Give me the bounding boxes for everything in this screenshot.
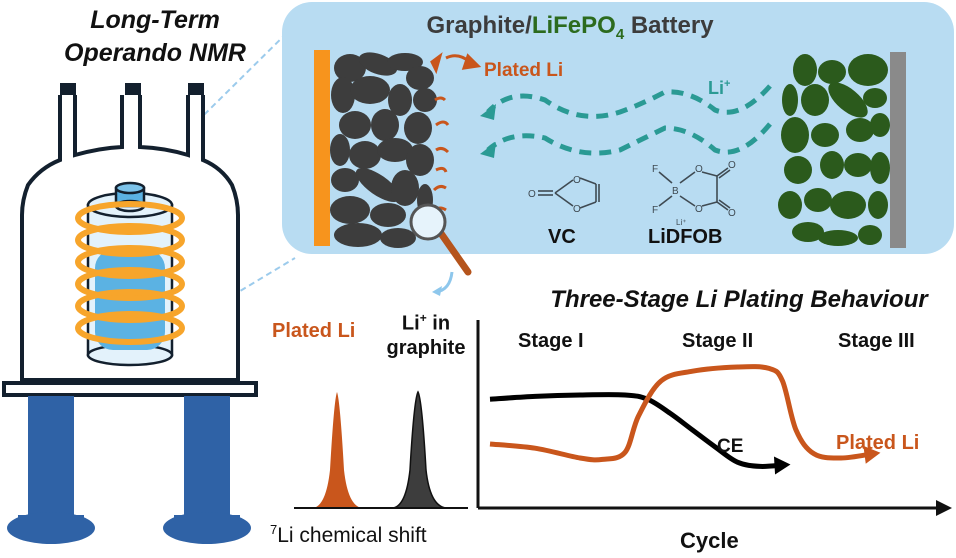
plated-li-dendrites <box>430 52 482 212</box>
svg-text:B: B <box>672 186 679 197</box>
lidfob-atoms: F F B O O O O Li⁺ <box>652 160 736 227</box>
li-text: Li <box>401 312 420 335</box>
graphite-label-line1: Li+ in <box>378 306 474 336</box>
stage-2-label: Stage II <box>682 330 754 352</box>
vc-atoms: O O O <box>528 175 581 215</box>
li-ion-paths <box>486 84 772 156</box>
svg-text:O: O <box>528 189 536 200</box>
chart-title: Three-Stage Li Plating Behaviour <box>550 286 928 313</box>
battery-panel-bg <box>282 2 954 254</box>
svg-text:O: O <box>695 204 703 215</box>
nmr-title-line1: Long-Term <box>90 6 220 34</box>
graphite-peak <box>392 390 447 509</box>
spectrum-graphite-label: Li+ in graphite <box>378 306 474 360</box>
svg-text:O: O <box>728 208 736 219</box>
graphite-label-line2: graphite <box>386 336 466 359</box>
series-line-plated-li <box>489 364 873 463</box>
lfp-subscript: 4 <box>615 25 625 43</box>
li-ion-text: Li <box>708 78 724 98</box>
x-axis-arrowhead <box>936 500 952 516</box>
svg-text:O: O <box>728 160 736 171</box>
magnet-legs <box>7 396 251 544</box>
plated-li-label: Plated Li <box>484 60 564 81</box>
cu-current-collector <box>314 50 330 246</box>
chart-series <box>489 364 881 475</box>
li-sup: + <box>419 311 427 325</box>
lidfob-molecule <box>658 167 731 211</box>
svg-text:O: O <box>573 204 581 215</box>
svg-text:O: O <box>573 175 581 186</box>
stage-3-label: Stage III <box>838 330 915 352</box>
svg-text:F: F <box>652 205 658 216</box>
series-line-ce <box>489 392 783 469</box>
battery-title: Graphite/LiFePO4 Battery <box>330 12 810 43</box>
battery-title-graphite: Graphite/ <box>426 12 532 39</box>
li-ion-arrowhead <box>480 142 496 158</box>
ce-series-label: CE <box>717 436 744 457</box>
graphite-anode <box>330 52 437 248</box>
li-ion-arrowhead <box>480 104 496 120</box>
zoom-arrow-head <box>432 286 442 296</box>
plating-chart-axes <box>476 320 952 516</box>
svg-text:Li⁺: Li⁺ <box>676 218 686 227</box>
svg-text:O: O <box>695 164 703 175</box>
battery-title-lfp: LiFePO4 <box>531 12 624 43</box>
series-arrowhead-plated-li <box>863 445 881 464</box>
in-text: in <box>426 312 451 335</box>
nmr-title: Long-Term Operando NMR <box>40 4 270 70</box>
vc-label: VC <box>548 226 576 248</box>
lfp-text: LiFePO <box>531 12 616 39</box>
magnet-port-cap <box>188 83 204 95</box>
magnet-base-plate <box>2 381 258 397</box>
spectrum-xlabel: 7Li chemical shift <box>270 522 427 548</box>
vc-molecule <box>538 177 600 209</box>
svg-text:F: F <box>652 164 658 175</box>
magnifier-icon <box>409 203 472 276</box>
magnet-port-cap <box>60 83 76 95</box>
li-ion-sup: + <box>724 78 731 90</box>
li-ion-label: Li+ <box>708 78 730 99</box>
battery-title-suffix: Battery <box>624 12 714 39</box>
xlabel-sup: 7 <box>270 522 278 537</box>
stage-1-label: Stage I <box>518 330 584 352</box>
series-arrowhead-ce <box>773 456 791 475</box>
plated-li-peak <box>313 392 362 508</box>
lfp-cathode <box>778 54 890 246</box>
nmr-spectrum <box>294 390 468 509</box>
lidfob-label: LiDFOB <box>648 226 723 248</box>
chart-xlabel: Cycle <box>680 528 739 553</box>
rf-coil <box>75 201 185 345</box>
xlabel-text: Li chemical shift <box>277 524 427 547</box>
spectrum-plated-li-label: Plated Li <box>272 320 356 342</box>
magnet-port-cap <box>125 83 141 95</box>
nmr-title-line2: Operando NMR <box>64 39 246 67</box>
al-current-collector <box>890 52 906 248</box>
plated-li-series-label: Plated Li <box>836 432 920 454</box>
